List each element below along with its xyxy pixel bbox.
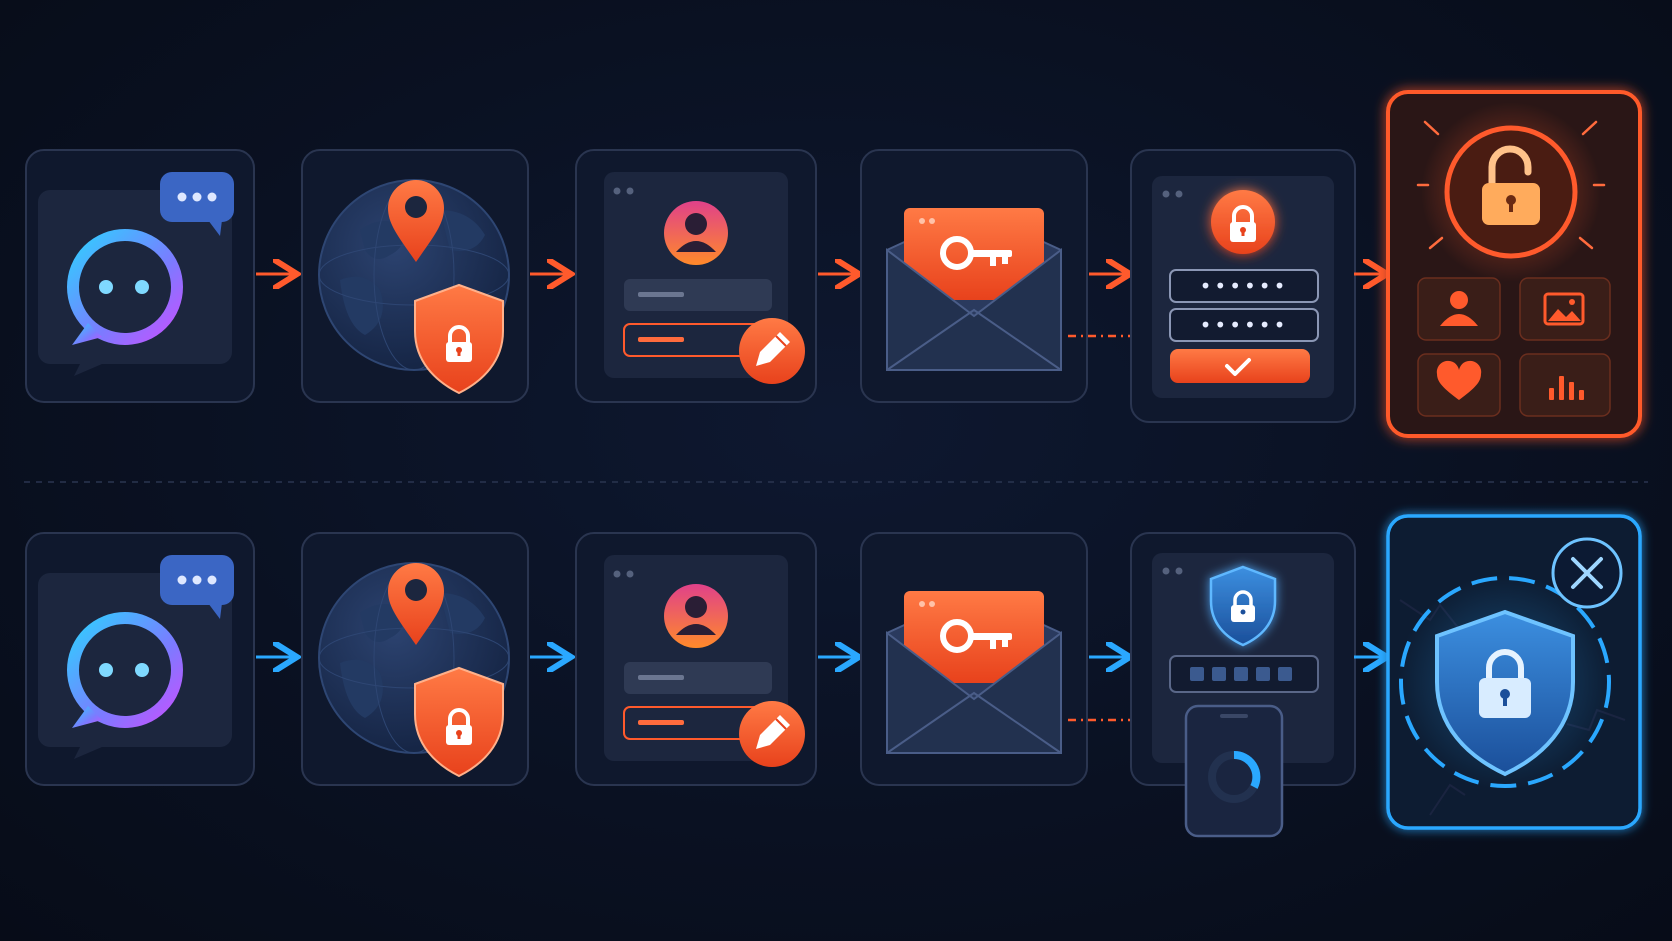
shield-lock-icon (414, 283, 504, 395)
avatar-icon (664, 201, 728, 265)
x-icon[interactable] (1551, 537, 1623, 609)
typing-bubble-icon (160, 555, 234, 619)
password-mask: •••••• (1200, 313, 1289, 337)
card-account-unlocked (1386, 90, 1642, 438)
row-attack-blocked (25, 514, 1642, 838)
dashed-ring (1399, 576, 1611, 788)
image-tile[interactable] (1519, 277, 1611, 341)
key-icon (940, 236, 1012, 270)
shield-lock-icon (1435, 609, 1575, 777)
user-tile[interactable] (1417, 277, 1501, 341)
card-password-login: •••••• •••••• (1130, 149, 1356, 423)
lock-icon (1211, 190, 1275, 254)
typing-bubble-icon (160, 172, 234, 236)
chat-bubble-icon (67, 612, 183, 728)
card-location-shield (301, 149, 529, 403)
shield-lock-icon (1209, 565, 1277, 647)
pencil-icon[interactable] (739, 701, 805, 767)
heart-tile[interactable] (1417, 353, 1501, 417)
card-profile-edit (575, 532, 817, 786)
card-profile-edit (575, 149, 817, 403)
password-field[interactable]: •••••• (1169, 269, 1319, 303)
code-boxes[interactable] (1169, 655, 1319, 693)
chat-bubble-icon (67, 229, 183, 345)
heart-icon (1436, 360, 1482, 400)
card-two-factor-code (1130, 532, 1356, 838)
card-chat-bot (25, 149, 255, 403)
card-chat-bot (25, 532, 255, 786)
burst-rays (1416, 120, 1606, 250)
bar-chart-icon (1549, 376, 1584, 400)
card-location-shield (301, 532, 529, 786)
avatar-icon (664, 584, 728, 648)
row-attack-success: •••••• •••••• (25, 90, 1642, 438)
key-icon (940, 619, 1012, 653)
card-account-protected (1386, 514, 1642, 830)
map-pin-icon (388, 180, 444, 262)
shield-lock-icon (414, 666, 504, 778)
chart-tile[interactable] (1519, 353, 1611, 417)
password-field[interactable]: •••••• (1169, 308, 1319, 342)
check-icon (1225, 358, 1251, 376)
card-email-key (860, 149, 1088, 403)
unlocked-padlock-icon (1482, 145, 1540, 225)
password-mask: •••••• (1200, 274, 1289, 298)
pencil-icon[interactable] (739, 318, 805, 384)
user-icon (1440, 291, 1478, 326)
image-icon (1543, 292, 1585, 326)
submit-button[interactable] (1170, 349, 1310, 383)
phone-spinner-icon (1184, 704, 1284, 838)
card-email-key (860, 532, 1088, 786)
map-pin-icon (388, 563, 444, 645)
